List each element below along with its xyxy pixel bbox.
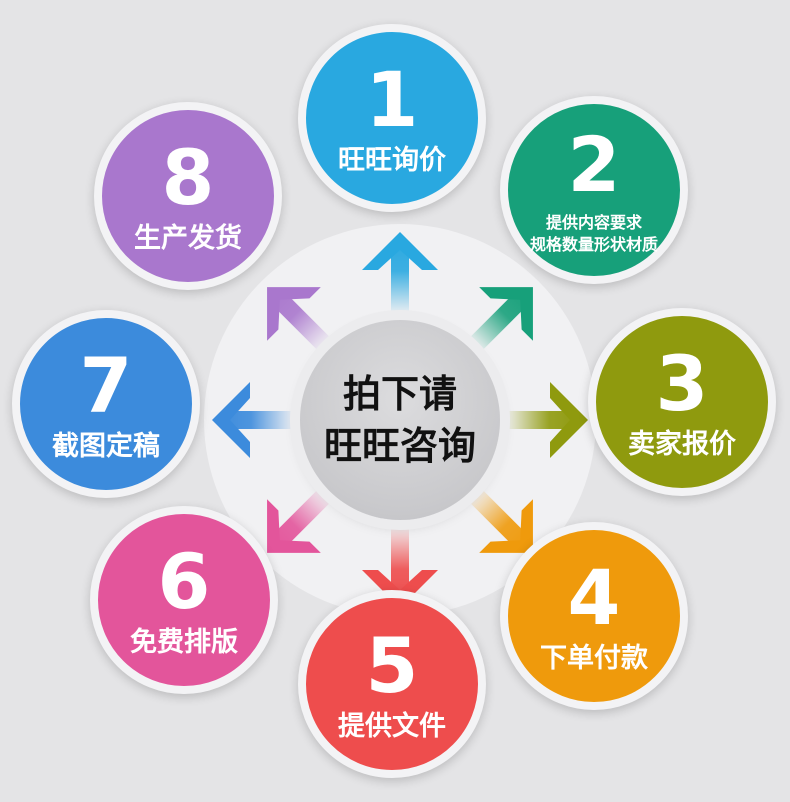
step-7-label: 截图定稿 (52, 431, 160, 462)
step-1-number: 1 (365, 55, 419, 144)
arrow-shaft (271, 291, 333, 353)
arrow-head (479, 287, 533, 341)
step-8-circle: 8 生产发货 (94, 102, 282, 290)
step-5-label: 提供文件 (338, 711, 446, 742)
step-7-number: 7 (79, 341, 133, 430)
step-2-sub-line-2: 规格数量形状材质 (529, 235, 658, 254)
arrow-shaft (391, 247, 409, 315)
arrow-head (550, 382, 588, 458)
step-2-circle: 2 提供内容要求 规格数量形状材质 (500, 96, 688, 284)
step-8-label: 生产发货 (134, 223, 242, 254)
arrow-to-step-1 (362, 232, 438, 315)
arrow-to-step-3 (505, 382, 588, 458)
arrow-shaft (227, 411, 295, 429)
step-6-label: 免费排版 (130, 627, 238, 658)
arrow-head (362, 232, 438, 270)
arrow-shaft (271, 487, 333, 549)
center-line-2: 旺旺咨询 (323, 424, 476, 468)
center-line-1: 拍下请 (342, 372, 457, 416)
step-8-number: 8 (161, 133, 215, 222)
step-3-label: 卖家报价 (628, 429, 736, 460)
center-hub: 拍下请 旺旺咨询 (300, 320, 500, 520)
arrow-to-step-5 (362, 525, 438, 608)
arrow-shaft (467, 291, 529, 353)
arrow-to-step-6 (267, 487, 333, 553)
step-2-number: 2 (567, 120, 621, 209)
arrow-head (212, 382, 250, 458)
step-4-circle: 4 下单付款 (500, 522, 688, 710)
arrow-head (362, 570, 438, 608)
step-2-sub-line-1: 提供内容要求 (545, 213, 642, 232)
step-6-number: 6 (157, 537, 211, 626)
arrow-shaft (391, 525, 409, 593)
arrow-shaft (505, 411, 573, 429)
step-3-circle: 3 卖家报价 (588, 308, 776, 496)
arrow-to-step-8 (267, 287, 333, 353)
arrow-shaft (467, 487, 529, 549)
arrow-head (267, 287, 321, 341)
step-1-circle: 1 旺旺询价 (298, 24, 486, 212)
step-4-number: 4 (567, 553, 621, 642)
step-5-circle: 5 提供文件 (298, 590, 486, 778)
arrow-to-step-7 (212, 382, 295, 458)
step-1-label: 旺旺询价 (338, 145, 446, 176)
arrow-to-step-2 (467, 287, 533, 353)
arrow-head (267, 499, 321, 553)
step-3-number: 3 (655, 339, 709, 428)
step-7-circle: 7 截图定稿 (12, 310, 200, 498)
step-5-number: 5 (365, 621, 419, 710)
step-6-circle: 6 免费排版 (90, 506, 278, 694)
step-4-label: 下单付款 (540, 643, 648, 674)
